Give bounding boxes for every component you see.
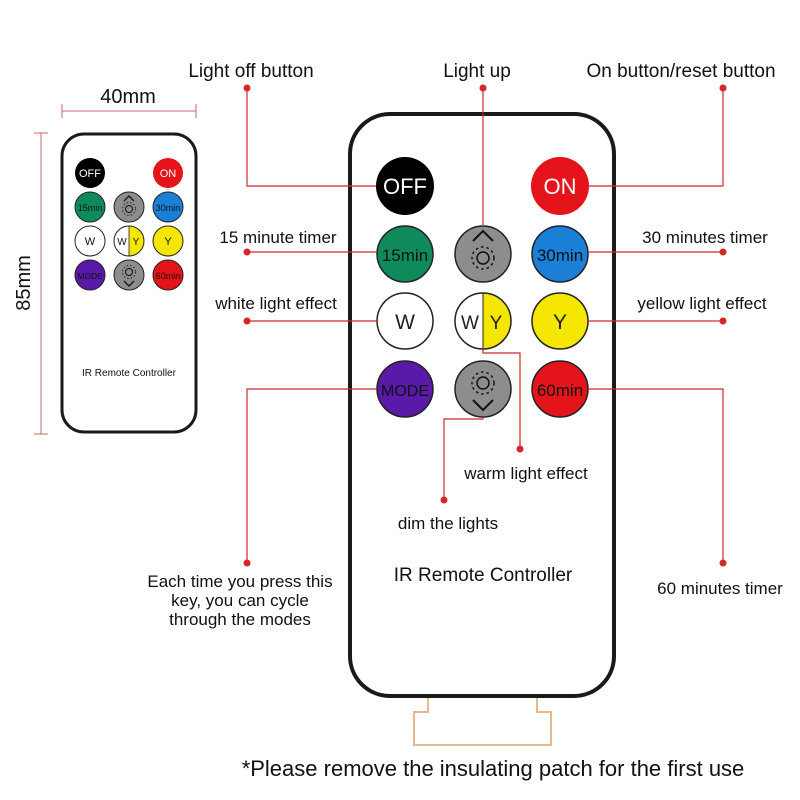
callout-on-reset: On button/reset button xyxy=(586,61,775,82)
callout-mode-line2: key, you can cycle xyxy=(171,591,309,610)
large-remote: OFF ON 15min 30min W W Y Y MODE xyxy=(348,112,616,746)
on-button[interactable] xyxy=(531,157,589,215)
callout-light-off: Light off button xyxy=(188,61,313,82)
insulating-patch-notice: *Please remove the insulating patch for … xyxy=(242,756,745,781)
small-mode-button[interactable] xyxy=(74,259,106,291)
white-light-label: W xyxy=(395,311,415,334)
dot-timer30 xyxy=(719,248,727,256)
callout-labels: Light off button Light up On button/rese… xyxy=(188,61,775,82)
mode-button-label: MODE xyxy=(381,383,429,400)
callout-mode-line3: through the modes xyxy=(169,610,311,629)
small-on-button[interactable] xyxy=(153,158,183,188)
large-remote-brand: IR Remote Controller xyxy=(394,565,573,586)
small-15min-button[interactable] xyxy=(74,191,106,223)
warm-light-y-label: Y xyxy=(490,313,503,334)
small-yellow-button[interactable] xyxy=(152,225,184,257)
small-30min-label: 30min xyxy=(156,203,181,213)
warm-light-button[interactable] xyxy=(454,292,512,350)
small-60min-button[interactable] xyxy=(152,259,184,291)
dot-mode xyxy=(243,559,251,567)
height-dimension-label: 85mm xyxy=(13,255,35,311)
dot-timer15 xyxy=(243,248,251,256)
yellow-light-label: Y xyxy=(553,311,567,334)
off-button[interactable] xyxy=(376,157,434,215)
small-60min-label: 60min xyxy=(156,271,181,281)
dot-light-up xyxy=(479,84,487,92)
dot-light-off xyxy=(243,84,251,92)
leader-mode xyxy=(246,388,377,563)
leader-light-off xyxy=(246,88,376,187)
small-brightness-up-icon xyxy=(122,195,136,216)
small-off-button[interactable] xyxy=(75,158,105,188)
small-15min-label: 15min xyxy=(78,203,103,213)
callout-dim: dim the lights xyxy=(398,514,498,533)
small-30min-button[interactable] xyxy=(152,191,184,223)
callout-light-up: Light up xyxy=(443,61,511,82)
dot-dim xyxy=(440,496,448,504)
small-off-label: OFF xyxy=(79,168,101,180)
small-warm-y-label: Y xyxy=(133,237,140,248)
dot-timer60 xyxy=(719,559,727,567)
light-up-button[interactable] xyxy=(454,225,512,283)
callout-labels-small: 15 minute timer 30 minutes timer white l… xyxy=(147,228,783,629)
small-white-button[interactable] xyxy=(74,225,106,257)
callout-dots xyxy=(243,84,727,567)
timer-30min-button[interactable] xyxy=(531,225,589,283)
small-light-up-button[interactable] xyxy=(113,191,145,223)
dot-on-reset xyxy=(719,84,727,92)
off-button-label: OFF xyxy=(383,174,427,199)
callout-leaders xyxy=(246,88,724,563)
callout-white: white light effect xyxy=(214,294,337,313)
dot-yellow xyxy=(719,317,727,325)
width-dimension-label: 40mm xyxy=(100,86,156,108)
callout-mode-line1: Each time you press this xyxy=(147,572,332,591)
callout-timer15: 15 minute timer xyxy=(219,228,336,247)
brightness-up-icon xyxy=(471,229,495,270)
leader-on-reset xyxy=(589,88,724,187)
timer-15min-button[interactable] xyxy=(376,225,434,283)
leader-timer60 xyxy=(588,388,724,563)
dot-warm xyxy=(516,445,524,453)
timer-60min-label: 60min xyxy=(537,381,583,400)
small-remote-brand: IR Remote Controller xyxy=(82,368,177,379)
callout-timer30: 30 minutes timer xyxy=(642,228,768,247)
callout-warm: warm light effect xyxy=(463,464,588,483)
small-on-label: ON xyxy=(160,168,177,180)
small-warm-button[interactable] xyxy=(113,225,145,257)
insulating-patch xyxy=(413,694,552,746)
small-white-label: W xyxy=(85,236,96,248)
small-yellow-label: Y xyxy=(164,236,172,248)
small-remote: 40mm 85mm OFF ON 15min 30min W xyxy=(13,86,198,435)
timer-15min-label: 15min xyxy=(382,246,428,265)
dot-white xyxy=(243,317,251,325)
callout-yellow: yellow light effect xyxy=(637,294,766,313)
on-button-label: ON xyxy=(544,174,577,199)
callout-timer60: 60 minutes timer xyxy=(657,579,783,598)
small-brightness-down-icon xyxy=(122,265,136,287)
brightness-down-icon xyxy=(471,371,495,412)
small-mode-label: MODE xyxy=(77,271,103,281)
small-warm-w-label: W xyxy=(117,237,127,248)
leader-dim xyxy=(443,417,484,500)
timer-30min-label: 30min xyxy=(537,246,583,265)
warm-light-w-label: W xyxy=(461,313,479,334)
leader-warm xyxy=(482,349,521,449)
